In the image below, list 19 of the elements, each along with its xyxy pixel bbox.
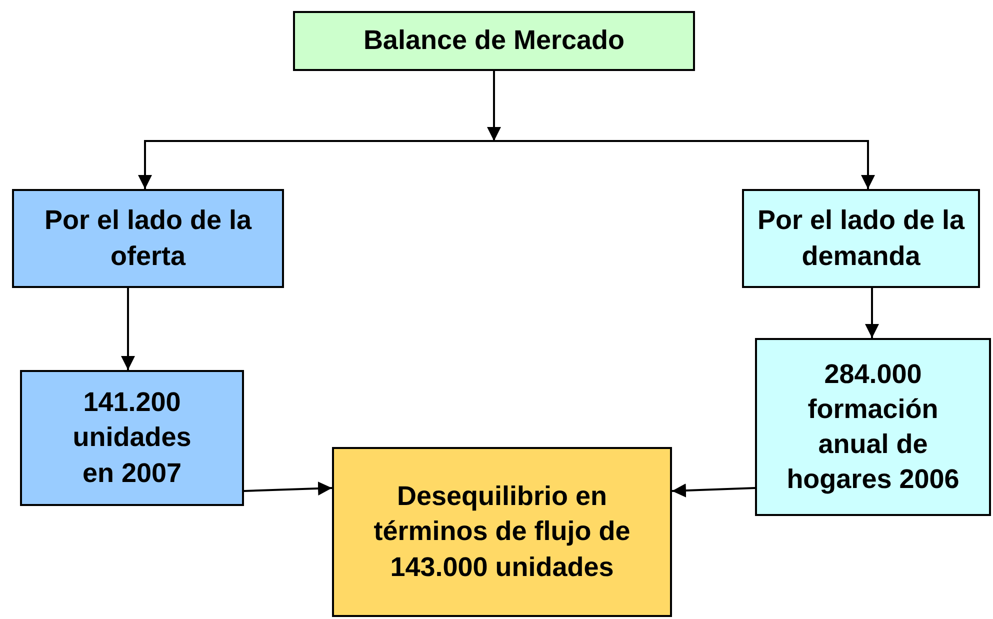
text-box [742, 189, 980, 288]
arrow [138, 140, 494, 189]
arrow [244, 481, 332, 496]
text-box [20, 370, 244, 506]
node-text: Por el lado de la oferta [43, 204, 253, 272]
node-text: Balance de Mercado [363, 24, 625, 58]
arrow [672, 484, 756, 498]
arrow [121, 288, 135, 370]
node-text: 284.000 formación anual de hogares 2006 [786, 358, 960, 496]
node-text: Por el lado de la demanda [756, 204, 966, 272]
arrow [487, 71, 501, 141]
node-text: Desequilibrio en términos de flujo de 143.000 unidades [372, 480, 632, 584]
arrow [494, 140, 875, 189]
text-box [332, 447, 672, 617]
text-box [293, 11, 695, 71]
text-box [755, 338, 991, 516]
text-box [12, 189, 284, 288]
node-text: 141.200 unidades en 2007 [72, 386, 192, 490]
arrow [865, 288, 879, 338]
